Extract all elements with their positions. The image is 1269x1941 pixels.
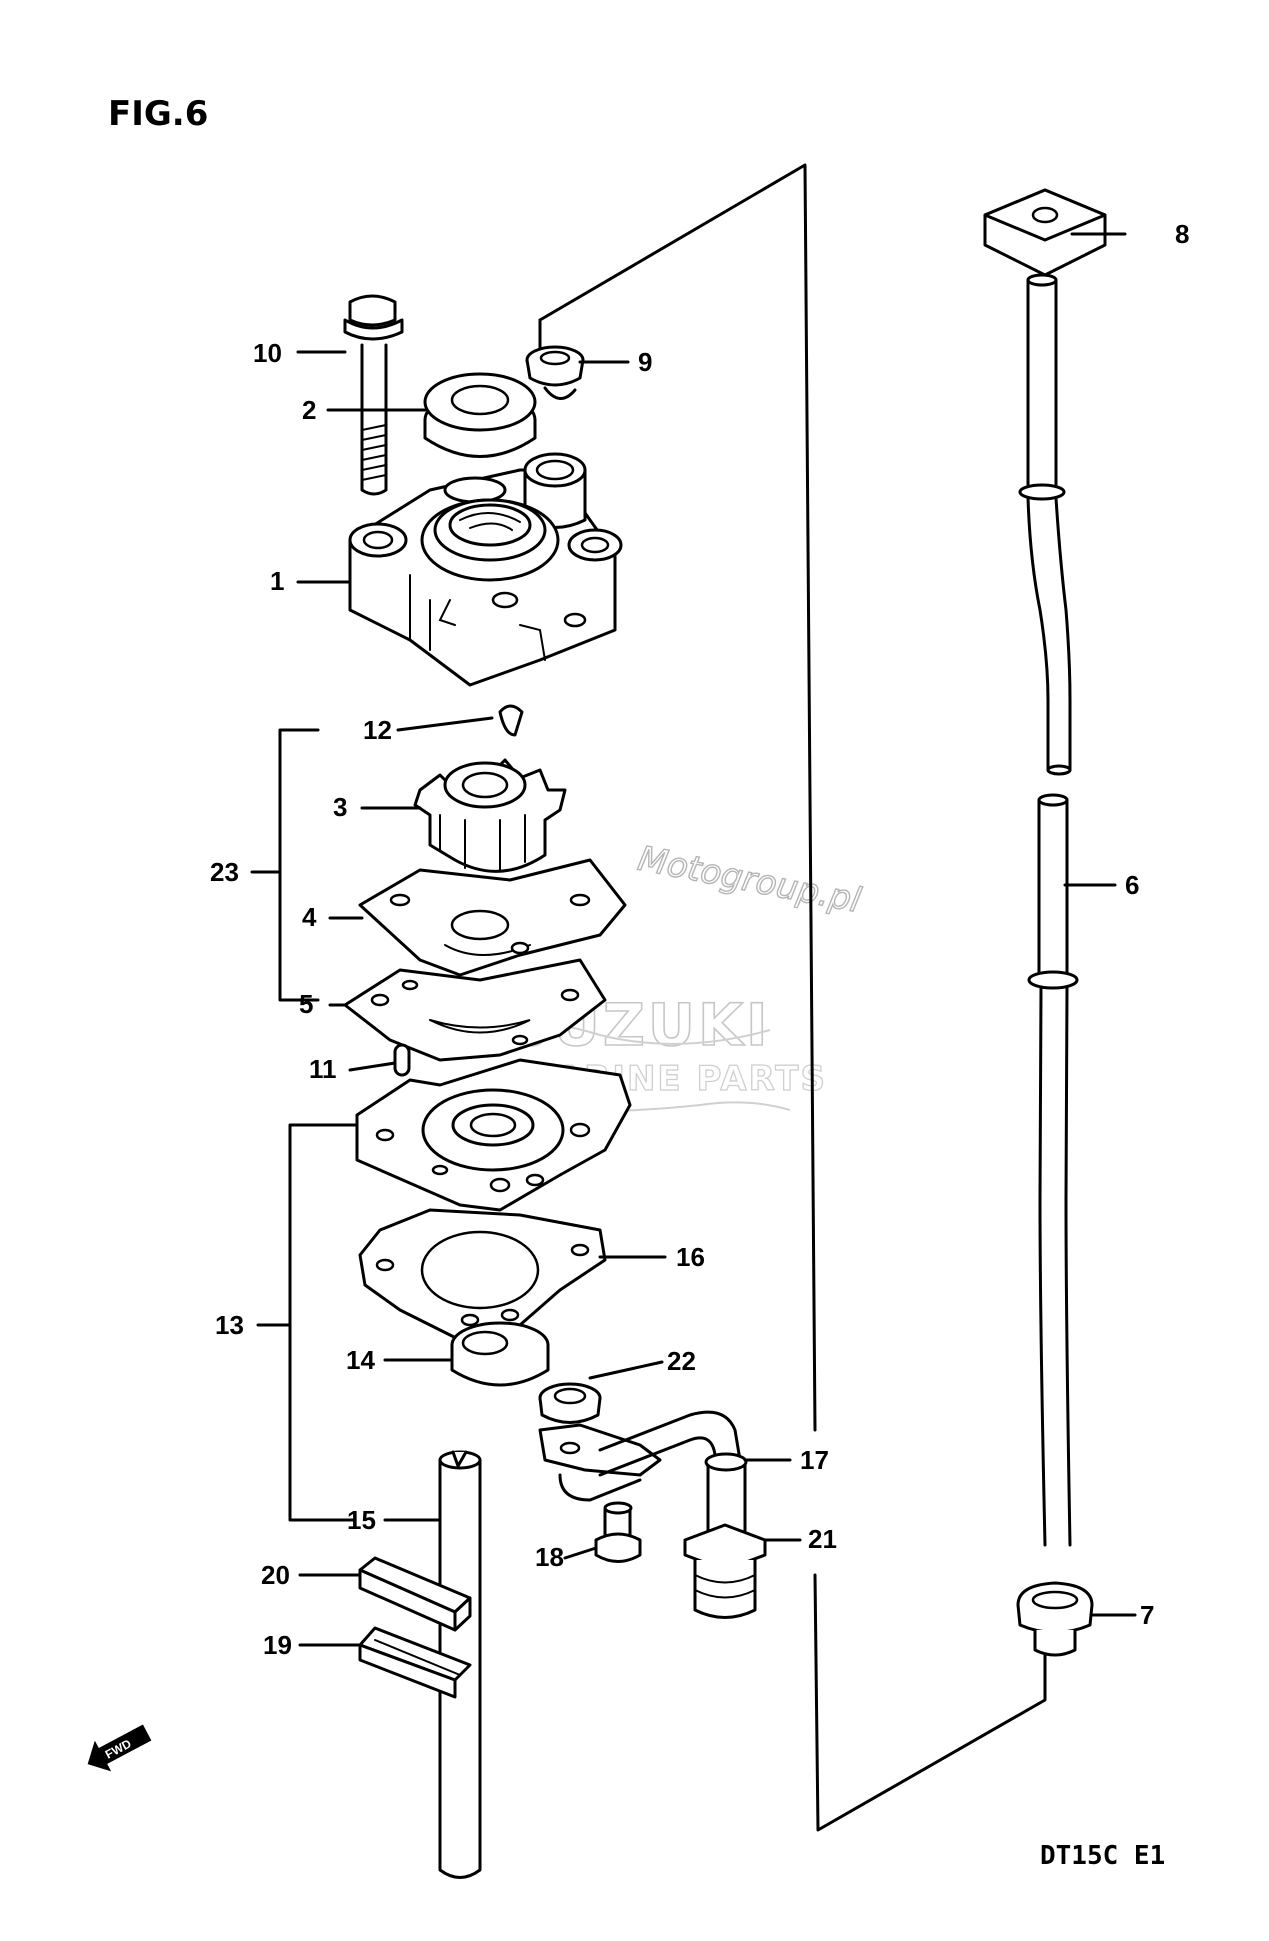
part-10-bolt <box>343 294 404 496</box>
callout-20: 20 <box>261 1560 290 1590</box>
callout-7: 7 <box>1140 1600 1154 1630</box>
part-15-water-tube <box>438 1450 482 1879</box>
watermark-motogroup: Motogroup.pl <box>634 838 865 922</box>
callout-12: 12 <box>363 715 392 745</box>
callout-23: 23 <box>210 857 239 887</box>
callout-2: 2 <box>302 395 316 425</box>
callout-9: 9 <box>638 347 652 377</box>
callout-17: 17 <box>800 1445 829 1475</box>
part-2-seal <box>423 372 537 458</box>
part-12-key <box>498 704 524 737</box>
part-20-rubber <box>358 1556 472 1632</box>
figure-title: FIG.6 <box>108 94 208 134</box>
callout-21: 21 <box>808 1524 837 1554</box>
fwd-arrow-icon: FWD <box>87 1724 152 1772</box>
callout-1: 1 <box>270 566 284 596</box>
callout-14: 14 <box>346 1345 375 1375</box>
callout-13: 13 <box>215 1310 244 1340</box>
part-9-grommet <box>525 345 585 400</box>
part-21-grommet <box>683 1523 767 1619</box>
part-11-pin <box>393 1043 411 1077</box>
callout-4: 4 <box>302 902 317 932</box>
part-17-water-pipe <box>538 1410 748 1547</box>
callout-18: 18 <box>535 1542 564 1572</box>
part-7-grommet <box>1016 1581 1094 1657</box>
leader-lines <box>296 232 1137 1647</box>
callout-6: 6 <box>1125 870 1139 900</box>
callout-11: 11 <box>309 1054 337 1084</box>
callout-19: 19 <box>263 1630 292 1660</box>
part-6-water-tube <box>1018 273 1079 1547</box>
callout-22: 22 <box>667 1346 696 1376</box>
part-1-pump-case <box>348 452 623 687</box>
model-code: DT15C E1 <box>1040 1841 1165 1871</box>
part-22-grommet <box>538 1382 602 1424</box>
callout-15: 15 <box>347 1505 376 1535</box>
callout-16: 16 <box>676 1242 705 1272</box>
part-19-rubber <box>358 1626 472 1699</box>
callout-5: 5 <box>299 989 313 1019</box>
callout-3: 3 <box>333 792 347 822</box>
part-16-gasket <box>358 1208 607 1342</box>
callout-10: 10 <box>253 338 282 368</box>
part-5-gasket <box>343 958 607 1062</box>
callout-8: 8 <box>1175 219 1189 249</box>
part-14-seal <box>450 1321 550 1387</box>
callout-numbers: 8 10 9 2 1 12 3 23 6 4 5 11 16 13 14 22 … <box>210 219 1189 1660</box>
bracket-13 <box>256 1123 357 1522</box>
bracket-23 <box>250 728 320 1002</box>
part-8-grommet <box>983 188 1107 277</box>
part-3-impeller <box>413 758 567 873</box>
watermark-suzuki-logo: SUZUKI MARINE PARTS <box>439 990 826 1113</box>
part-13-lower-plate <box>355 1058 632 1212</box>
part-4-plate <box>358 858 627 977</box>
part-18-screw <box>594 1501 642 1563</box>
watermark-site-text: Motogroup.pl <box>635 839 865 921</box>
